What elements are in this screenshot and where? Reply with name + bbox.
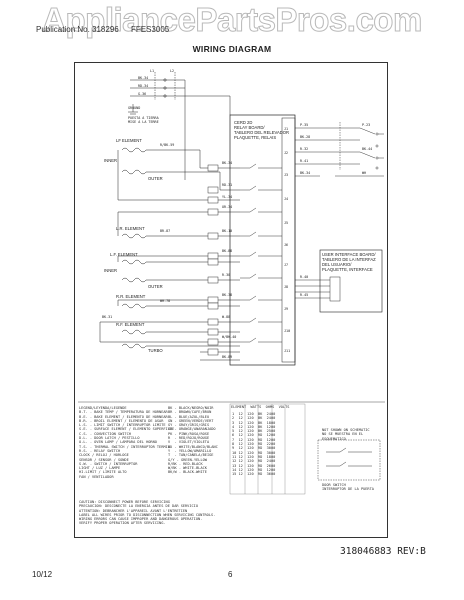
wire-code-4: OR-34 <box>222 205 232 209</box>
right-label-1: P-35 <box>300 123 308 127</box>
ui-board <box>319 249 383 313</box>
ground-sub-2: MISE A LA TERRE <box>128 120 159 124</box>
element-label-rr: R.R. ELEMENT <box>116 294 146 299</box>
wire-code-11: BK-89 <box>222 355 232 359</box>
right-label-2: BK-28 <box>300 135 310 139</box>
relay-pin-j8: J8 <box>284 285 288 289</box>
wire-code-9: W-88 <box>222 315 230 319</box>
supply-label-bk34: BK-34 <box>138 76 148 80</box>
door-switch-diagram <box>317 439 381 481</box>
wire-code-10: W/BK-40 <box>222 335 236 339</box>
wire-code-1: BK-34 <box>222 161 232 165</box>
right-label-4: R-41 <box>300 159 308 163</box>
wire-connectors <box>207 164 219 356</box>
power-supply <box>128 72 231 180</box>
element-label-lr: L.R. ELEMENT <box>116 226 145 231</box>
wire-code-5: BK-10 <box>222 229 232 233</box>
element-label-rf: R.F. ELEMENT <box>116 322 145 327</box>
relay-pin-j4: J4 <box>284 197 288 201</box>
element-sub-inner-2: INNER <box>104 268 117 273</box>
relay-pin-j9: J9 <box>284 307 288 311</box>
right-label-8: WH <box>362 171 366 175</box>
diagram-frame <box>74 62 388 538</box>
footer-page: 6 <box>228 570 233 579</box>
relay-pin-j1: J1 <box>284 127 288 131</box>
relay-pin-labels: J1 J2 J3 J4 J5 J6 J7 J8 J9 J10 J11 <box>284 127 290 353</box>
ui-board-wiring <box>295 276 341 302</box>
supply-label-l1: L1 <box>150 69 154 73</box>
element-sub-inner-1: INNER <box>104 158 117 163</box>
publication-number: Publication No. 318296 <box>36 25 119 34</box>
watermark-logo: AppliancePartsPros.com <box>42 1 423 39</box>
right-label-9: R-40 <box>300 275 308 279</box>
wire-code-7: R-30 <box>222 273 230 277</box>
legend-abbreviations: LEGEND/LEYENDA/LEGENDE B.T. - BAKE TEMP … <box>79 406 175 479</box>
oven-switch-block <box>295 122 384 177</box>
ui-board-label-2: TABLERO DE LA INTERFAZ <box>322 257 376 262</box>
element-wiring <box>99 147 240 361</box>
page-title: WIRING DIAGRAM <box>192 44 272 54</box>
ui-board-label-4: PLAQUETTE, INTERFACE <box>322 267 373 272</box>
ground-label: GROUND <box>128 106 140 110</box>
legend-door-switch: DOOR SWITCH INTERRUPTOR DE LA PUERTA <box>322 483 374 492</box>
wire-code-3: YL-34 <box>222 195 232 199</box>
right-label-7: BK-34 <box>300 171 310 175</box>
relay-pin-j7: J7 <box>284 263 288 267</box>
element-sub-outer-2: OUTER <box>148 284 163 289</box>
model-code: FFES3005 <box>130 25 170 34</box>
legend-wire-colors: BK - BLACK/NEGRO/NOIR BR - BROWN/CAFE/BR… <box>168 406 218 475</box>
relay-connector-strip <box>281 117 296 363</box>
relay-contacts <box>240 163 282 343</box>
wire-code-13: R/BK-59 <box>160 143 174 147</box>
ground-sub-1: PUESTA A TIERRA <box>128 116 159 120</box>
right-label-3: R-32 <box>300 147 308 151</box>
element-label-lf: LF ELEMENT <box>116 138 142 143</box>
wire-code-15: WH-78 <box>160 299 170 303</box>
legend-note: NOT SHOWN ON SCHEMATIC NO SE MUESTRA EN … <box>322 428 370 441</box>
wire-code-8: BK-38 <box>222 293 232 297</box>
relay-board-label-4: PLAQUETTE, RELAIS <box>234 135 276 140</box>
relay-board-label-3: TABLERO DEL RELEVADOR <box>234 130 289 135</box>
legend-caution: CAUTION: DISCONNECT POWER BEFORE SERVICI… <box>79 500 216 526</box>
publication-header: Publication No. 318296 FFES3005 <box>36 25 179 34</box>
element-sub-turbo: TURBO <box>148 348 163 353</box>
wire-code-6: BK-88 <box>222 249 232 253</box>
relay-board-label-2: RELAY BOARD/ <box>234 125 265 130</box>
part-number: 318046883 REV:B <box>340 546 426 557</box>
relay-board-label-1: CERD 2D <box>234 120 252 125</box>
wire-code-14: BR-87 <box>160 229 170 233</box>
supply-label-rd34: RD-34 <box>138 84 148 88</box>
legend-table-values: 1 12 120 BK 2400 2 12 120 BK 2400 3 12 1… <box>232 412 276 477</box>
right-label-5: P-23 <box>362 123 370 127</box>
relay-pin-j11: J11 <box>284 349 290 353</box>
supply-label-g36: G-36 <box>138 92 146 96</box>
wire-code-12: BK-31 <box>102 315 112 319</box>
element-sub-outer-1: OUTER <box>148 176 163 181</box>
element-label-lf2: L.F. ELEMENT <box>110 252 138 257</box>
relay-pin-j5: J5 <box>284 221 288 225</box>
relay-pin-j3: J3 <box>284 173 288 177</box>
relay-pin-j6: J6 <box>284 243 288 247</box>
right-label-10: R-45 <box>300 293 308 297</box>
ui-board-label-1: USER INTERFACE BOARD/ <box>322 252 376 257</box>
right-label-6: BK-44 <box>362 147 372 151</box>
legend-table-grid <box>229 403 306 495</box>
relay-pin-j2: J2 <box>284 151 288 155</box>
ui-board-label-3: DEL USUARIO/ <box>322 262 352 267</box>
relay-pin-j10: J10 <box>284 329 290 333</box>
legend-table-header: ELEMENT WATTS OHMS VOLTS <box>231 405 290 409</box>
footer-date: 10/12 <box>32 570 53 579</box>
supply-label-l2: L2 <box>170 69 174 73</box>
wire-code-2: RD-31 <box>222 183 232 187</box>
